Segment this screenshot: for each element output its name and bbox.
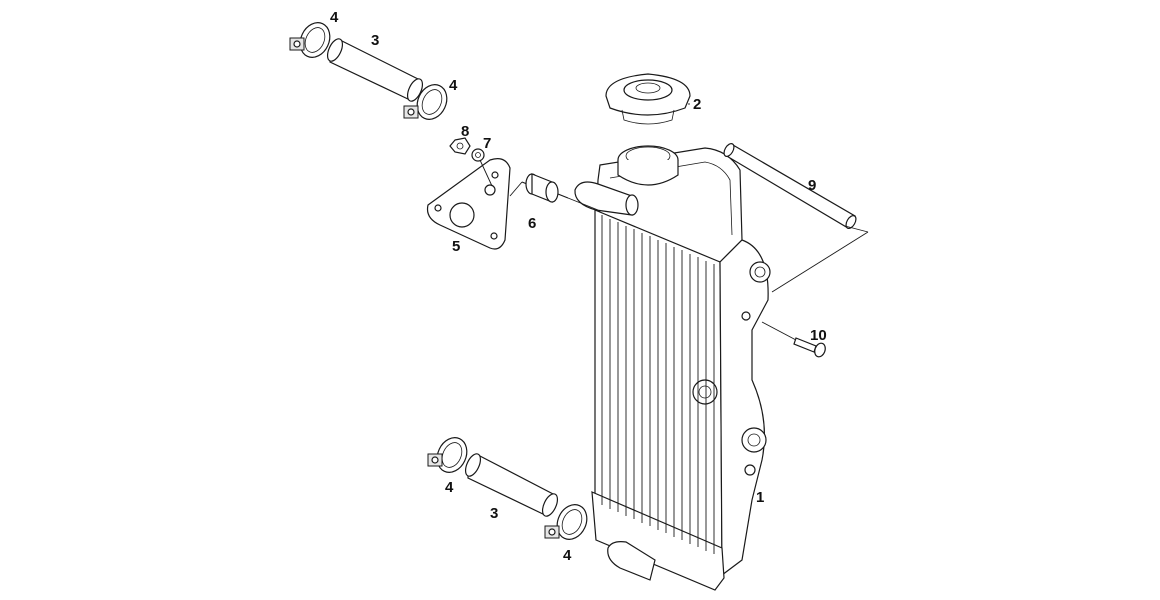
callout-4-bottom-left: 4 [445,479,454,496]
hose-clamp-bottom-right [544,504,588,540]
callout-8: 8 [461,123,469,140]
hose-clamp-top-left [289,22,331,58]
callout-5: 5 [452,238,460,255]
callout-10: 10 [810,327,827,344]
hose-clamp-bottom-left [427,437,468,473]
bolt [793,337,826,358]
mounting-bracket [426,158,511,250]
callout-7: 7 [483,135,491,152]
callout-4-bottom-right: 4 [563,547,572,564]
callout-1: 1 [756,489,764,506]
hose-clamp-top-right [403,84,448,120]
callout-2: 2 [693,96,701,113]
callout-labels: 1 2 3 3 4 4 4 4 5 6 7 8 9 10 [330,9,827,564]
callout-6: 6 [528,215,536,232]
radiator-core [574,145,771,591]
callout-4-top-right: 4 [449,77,458,94]
radiator-fins [601,215,715,554]
upper-hose [326,38,424,102]
washer [471,148,485,162]
nut [449,137,471,155]
rubber-mount [521,173,569,203]
callout-3-lower: 3 [490,505,498,522]
callout-9: 9 [808,177,816,194]
lower-hose [464,453,559,517]
callout-3-upper: 3 [371,32,379,49]
spacer-rod [723,143,857,229]
leader-lines [479,159,869,341]
callout-4-top-left: 4 [330,9,339,26]
radiator-cap [605,73,691,125]
